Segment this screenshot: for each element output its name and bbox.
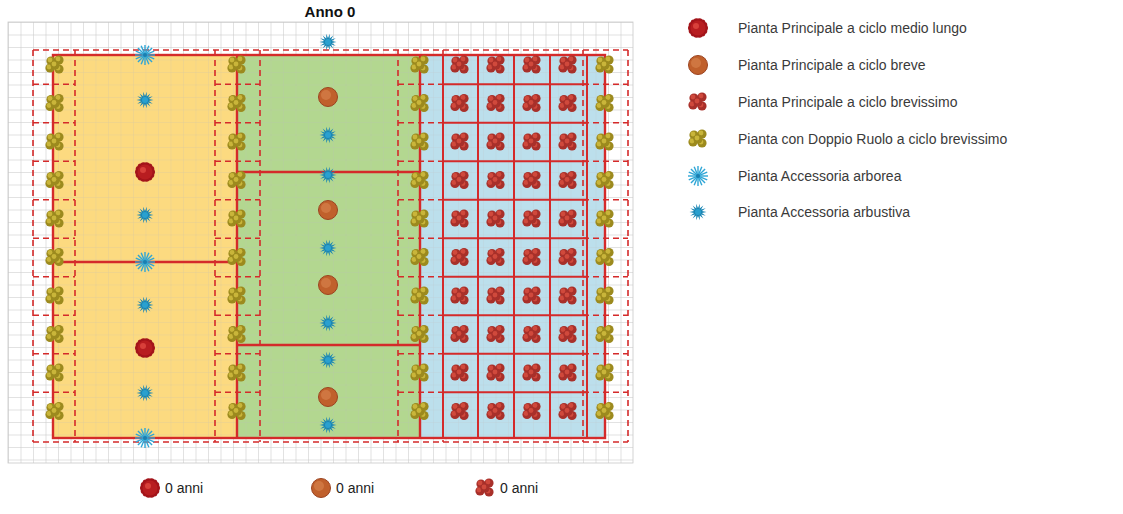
legend-text: Pianta Principale a ciclo brevissimo <box>738 94 957 110</box>
age-label: 0 anni <box>500 480 538 496</box>
legend-text: Pianta Principale a ciclo medio lungo <box>738 20 967 36</box>
legend-text: Pianta Principale a ciclo breve <box>738 57 926 73</box>
legend-text: Pianta Accessoria arbustiva <box>738 204 910 220</box>
legend-text: Pianta Accessoria arborea <box>738 168 901 184</box>
diagram-title: Anno 0 <box>305 3 356 20</box>
age-label: 0 anni <box>165 480 203 496</box>
legend-text: Pianta con Doppio Ruolo a ciclo brevissi… <box>738 131 1007 147</box>
age-label: 0 anni <box>336 480 374 496</box>
